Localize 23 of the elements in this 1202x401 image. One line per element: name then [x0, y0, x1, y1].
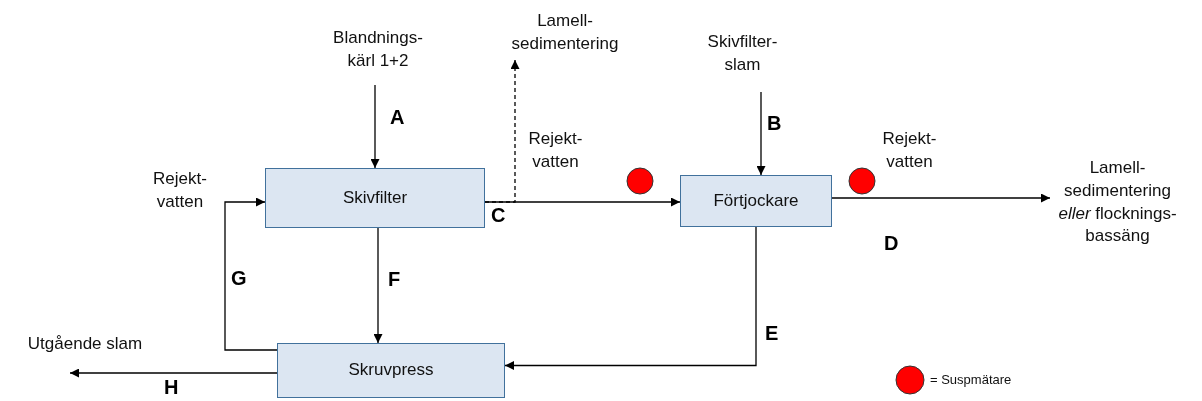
arrow	[504, 226, 757, 370]
flow-text: Blandnings- kärl 1+2	[332, 27, 424, 72]
flow-text: Skivfilter- slam	[706, 31, 779, 76]
flow-note: Rejekt- vatten	[527, 128, 584, 173]
flow-note: Rejekt- vatten	[152, 168, 208, 213]
flow-text: Lamell- sedimentering	[510, 10, 620, 55]
arrow	[831, 193, 1051, 203]
box-label: Skivfilter	[342, 186, 408, 209]
arrow	[224, 197, 278, 351]
box-label: Förtjockare	[713, 189, 799, 212]
process-box	[265, 168, 485, 228]
flow-text: Lamell- sedimentering eller flocknings- bassäng	[1057, 156, 1178, 248]
arrow	[69, 368, 278, 378]
arrow	[756, 91, 766, 176]
flow-text: Utgående slam	[27, 333, 143, 355]
process-box	[680, 175, 832, 227]
legend-text: = Suspmätare	[930, 372, 1012, 388]
arrow	[484, 197, 681, 207]
arrow	[370, 84, 380, 169]
flow-note: Rejekt- vatten	[881, 128, 938, 173]
process-box	[277, 343, 505, 398]
arrow	[373, 227, 383, 344]
box-label: Skruvpress	[348, 359, 434, 382]
